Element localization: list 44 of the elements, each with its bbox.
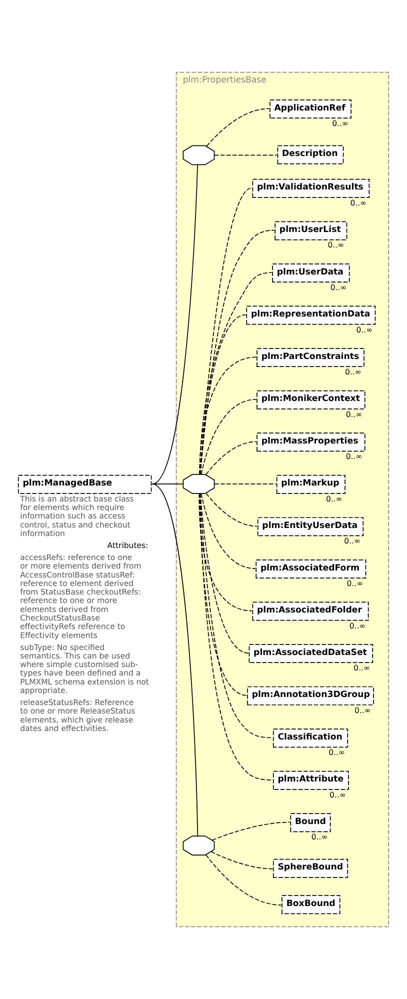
node-label: accessRefs: reference to one or more elements derived from AccessControlBase statusRef: reference to element derived from StatusBase checkoutRefs: reference to one or more elements derived from CheckoutStatusBase effectivityRefs reference to Effectivity elements (20, 553, 142, 640)
connector (200, 493, 256, 569)
node-label: 0..∞ (354, 664, 370, 673)
connector (200, 230, 275, 475)
node-label: subType: No specified semantics. This can be used where simple customised sub-types have been defined and a PLMXML schema extension is not appropriate. (20, 642, 149, 695)
node-label: 0..∞ (346, 410, 362, 419)
node-octagon (182, 836, 215, 856)
connector (206, 854, 282, 906)
connector (152, 164, 198, 484)
node-label: 0..∞ (326, 494, 342, 504)
node-label: 0..∞ (328, 748, 345, 758)
connector (152, 484, 198, 836)
node-label: 0..∞ (354, 706, 371, 715)
connector (199, 356, 257, 475)
node-label: 0..∞ (349, 621, 366, 630)
connector (212, 822, 290, 841)
connector (206, 108, 270, 147)
node-label: Attributes: (107, 540, 148, 550)
node-label: 0..∞ (329, 790, 346, 800)
connector (199, 272, 272, 475)
connector (199, 493, 273, 780)
node-label: 0..∞ (332, 119, 348, 128)
connector (210, 851, 273, 870)
node-label: 0..∞ (330, 282, 347, 292)
node-label: 0..∞ (356, 325, 373, 334)
node-label: 0..∞ (346, 578, 364, 588)
connector (198, 493, 252, 612)
connector (206, 441, 257, 476)
node-octagon (182, 474, 215, 494)
node-label: 0..∞ (311, 832, 328, 842)
node-label: 0..∞ (345, 368, 362, 377)
node-label: releaseStatusRefs: Reference to one or more ReleaseStatus elements, which give release dates and effectivities. (20, 698, 136, 733)
connector (200, 493, 249, 654)
connector (200, 493, 273, 738)
node-octagon (182, 145, 215, 166)
connector (214, 154, 278, 156)
node-label: 0..∞ (346, 452, 362, 462)
connector (200, 398, 257, 475)
node-label: 0..∞ (350, 198, 367, 208)
connector (200, 188, 252, 475)
node-label: This is an abstract base class for elements which require information such as access control, status and checkout information (20, 494, 134, 538)
connector (206, 492, 258, 527)
node-label: 0..∞ (344, 536, 360, 546)
node-label: 0..∞ (328, 240, 344, 250)
